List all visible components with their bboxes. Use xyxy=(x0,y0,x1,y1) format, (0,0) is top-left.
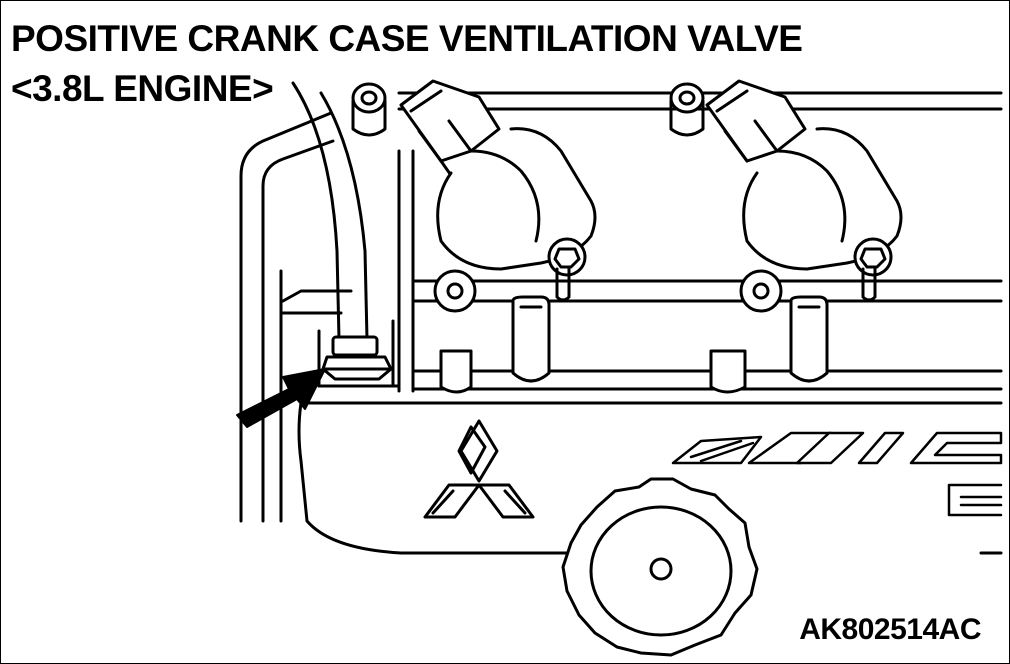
figure-id: AK802514AC xyxy=(799,613,981,647)
diagram-subtitle: <3.8L ENGINE> xyxy=(11,69,280,109)
ventilation-hose xyxy=(291,81,369,341)
brand-lettering xyxy=(671,431,1003,517)
pcv-valve xyxy=(317,319,401,388)
pointer-arrow xyxy=(236,368,326,428)
mount-bolt-left xyxy=(351,82,387,137)
diagram-title: POSITIVE CRANK CASE VENTILATION VALVE xyxy=(11,19,807,59)
ignition-coil-2 xyxy=(669,79,903,302)
ignition-coil-1 xyxy=(399,79,597,302)
oil-filler-cap xyxy=(561,477,759,657)
rocker-cover-outline xyxy=(239,91,1003,523)
three-diamond-logo xyxy=(423,419,535,519)
cover-bolts xyxy=(433,269,829,394)
